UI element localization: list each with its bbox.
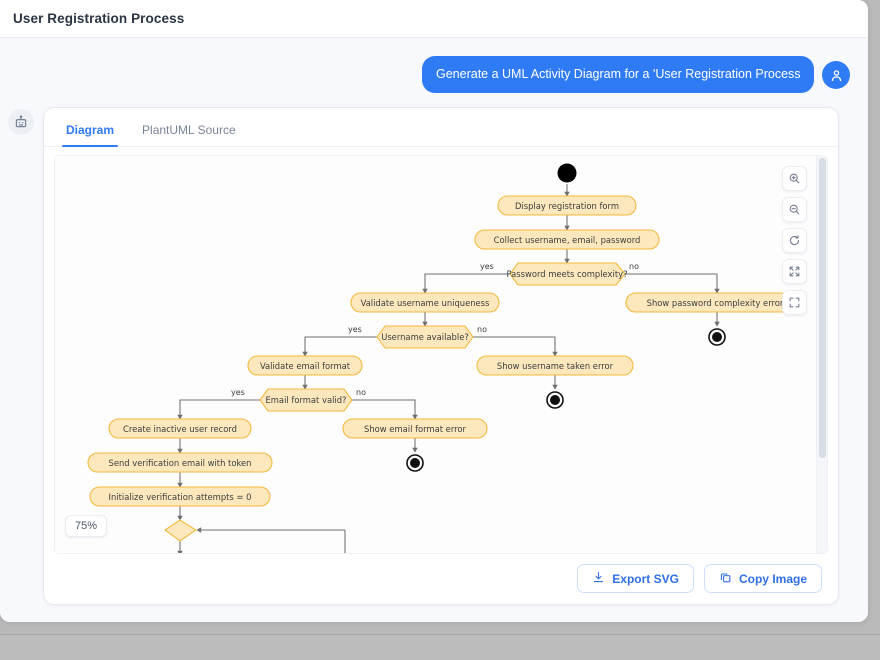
edge-label-no: no — [477, 325, 487, 334]
end-node-dot — [712, 331, 722, 342]
page-title: User Registration Process — [13, 11, 185, 26]
activity-node: Validate email format — [247, 355, 363, 376]
diagram-zoom-controls — [782, 165, 807, 315]
uml-activity-diagram: Display registration form Collect userna… — [87, 163, 805, 553]
taskbar — [0, 634, 880, 660]
node-label: Collect username, email, password — [494, 235, 641, 245]
fullscreen-icon[interactable] — [782, 289, 807, 315]
titlebar: User Registration Process — [0, 0, 868, 38]
node-label: Initialize verification attempts = 0 — [109, 492, 252, 502]
zoom-level-badge: 75% — [65, 514, 108, 537]
end-node-dot — [550, 394, 560, 405]
robot-icon — [8, 108, 34, 135]
node-label: Display registration form — [515, 201, 619, 211]
edge-label-yes: yes — [348, 325, 362, 334]
edge-label-no: no — [629, 262, 639, 271]
merge-node — [164, 519, 198, 542]
activity-node: Show email format error — [342, 418, 488, 439]
activity-node: Show password complexity error — [625, 292, 805, 313]
end-node — [708, 328, 726, 346]
fit-screen-icon[interactable] — [782, 258, 807, 284]
artifact-actions: Export SVG Copy Image — [44, 554, 838, 604]
user-icon — [822, 61, 850, 89]
user-message-row: Generate a UML Activity Diagram for a 'U… — [0, 38, 868, 93]
node-label: Username available? — [381, 332, 469, 342]
node-label: Password meets complexity? — [506, 269, 627, 279]
activity-node: Initialize verification attempts = 0 — [89, 486, 271, 507]
assistant-message-row: Diagram PlantUML Source — [0, 93, 868, 605]
download-icon — [592, 571, 605, 587]
diagram-scrollbar-thumb[interactable] — [819, 157, 826, 458]
end-node-dot — [410, 457, 420, 468]
diagram-scrollbar[interactable] — [816, 155, 827, 553]
end-node — [406, 454, 424, 472]
edge-label-no: no — [356, 388, 366, 397]
copy-image-label: Copy Image — [738, 571, 807, 586]
zoom-out-icon[interactable] — [782, 196, 807, 222]
copy-icon — [719, 571, 732, 587]
reset-icon[interactable] — [782, 227, 807, 253]
artifact-tabstrip: Diagram PlantUML Source — [44, 108, 838, 147]
zoom-in-icon[interactable] — [782, 165, 807, 191]
user-message-bubble: Generate a UML Activity Diagram for a 'U… — [422, 56, 814, 93]
activity-node: Collect username, email, password — [474, 229, 660, 250]
artifact-card: Diagram PlantUML Source — [43, 106, 839, 605]
node-label: Send verification email with token — [109, 458, 252, 468]
start-node — [557, 163, 577, 183]
node-label: Validate email format — [260, 361, 351, 371]
node-label: Show username taken error — [497, 361, 614, 371]
diagram-canvas[interactable]: Display registration form Collect userna… — [54, 154, 828, 554]
export-svg-label: Export SVG — [612, 571, 679, 586]
end-node — [546, 391, 564, 409]
node-label: Show password complexity error — [647, 298, 784, 308]
decision-node: Password meets complexity? — [506, 262, 628, 286]
tab-plantuml-source[interactable]: PlantUML Source — [142, 122, 236, 137]
diagram-viewport[interactable]: Display registration form Collect userna… — [55, 156, 816, 553]
edge-label-yes: yes — [231, 388, 245, 397]
copy-image-button[interactable]: Copy Image — [703, 564, 822, 594]
export-svg-button[interactable]: Export SVG — [577, 564, 694, 594]
node-label: Show email format error — [364, 424, 466, 434]
node-label: Email format valid? — [265, 395, 346, 405]
edge-label-yes: yes — [480, 262, 494, 271]
chat-area: Generate a UML Activity Diagram for a 'U… — [0, 38, 868, 622]
activity-node: Validate username uniqueness — [350, 292, 500, 313]
decision-node: Email format valid? — [259, 388, 353, 412]
activity-node: Display registration form — [497, 195, 637, 216]
tab-diagram[interactable]: Diagram — [54, 123, 126, 147]
decision-node: Username available? — [376, 325, 474, 349]
activity-node: Show username taken error — [476, 355, 634, 376]
app-window: User Registration Process Generate a UML… — [0, 0, 868, 622]
activity-node: Create inactive user record — [108, 418, 252, 439]
node-label: Create inactive user record — [123, 424, 237, 434]
node-label: Validate username uniqueness — [361, 298, 490, 308]
activity-node: Send verification email with token — [87, 452, 273, 473]
